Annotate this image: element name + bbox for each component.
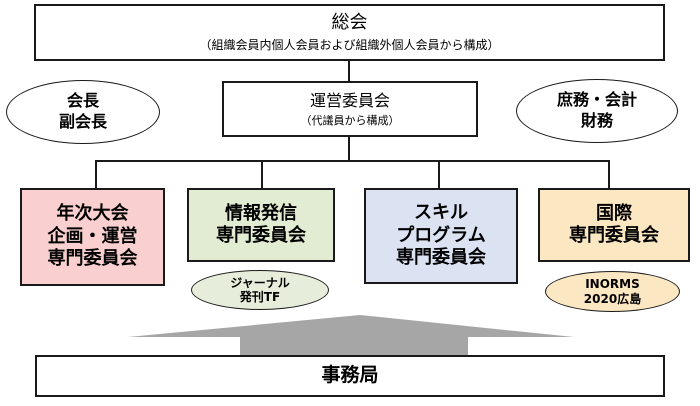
connector-assembly-to-steering bbox=[348, 61, 350, 81]
general-assembly-subtitle: （組織会員内個人会員および組織外個人会員から構成） bbox=[199, 37, 500, 52]
steering-committee-title: 運営委員会 bbox=[309, 90, 390, 110]
committee-annual-line-2: 企画・運営 bbox=[47, 225, 138, 247]
general-assembly-title: 総会 bbox=[331, 12, 368, 34]
committee-skill-line-2: プログラム bbox=[396, 224, 486, 246]
committee-international: 国際 専門委員会 bbox=[538, 188, 690, 262]
committee-annual-line-1: 年次大会 bbox=[56, 203, 129, 225]
general-assembly-box: 総会 （組織会員内個人会員および組織外個人会員から構成） bbox=[34, 4, 665, 61]
committee-skill-line-3: 専門委員会 bbox=[396, 247, 486, 269]
journal-taskforce-line-2: 発刊TF bbox=[239, 290, 281, 304]
committee-skill-program: スキル プログラム 専門委員会 bbox=[364, 188, 518, 284]
connector-steering-to-committees bbox=[348, 137, 350, 161]
president-oval: 会長 副会長 bbox=[6, 80, 160, 144]
committee-skill-line-1: スキル bbox=[414, 202, 468, 224]
connector-committee-4 bbox=[608, 160, 610, 188]
committee-annual-line-3: 専門委員会 bbox=[47, 248, 138, 270]
president-label: 会長 bbox=[66, 91, 99, 111]
secretariat-box: 事務局 bbox=[35, 355, 665, 397]
committee-information-line-1: 情報発信 bbox=[225, 202, 297, 224]
general-affairs-oval: 庶務・会計 財務 bbox=[516, 79, 678, 143]
committee-international-line-2: 専門委員会 bbox=[569, 225, 659, 246]
inorms-line-2: 2020広島 bbox=[583, 291, 642, 306]
committee-international-line-1: 国際 bbox=[596, 202, 632, 224]
vice-president-label: 副会長 bbox=[58, 112, 107, 131]
general-affairs-label: 庶務・会計 bbox=[556, 90, 637, 110]
connector-committee-bus bbox=[95, 160, 609, 162]
connector-committee-2 bbox=[261, 160, 263, 188]
support-arrow-shape bbox=[128, 315, 574, 355]
committee-annual-conference: 年次大会 企画・運営 専門委員会 bbox=[20, 188, 165, 286]
steering-committee-box: 運営委員会 （代議員から構成） bbox=[222, 81, 478, 137]
inorms-oval: INORMS 2020広島 bbox=[545, 271, 680, 312]
journal-taskforce-oval: ジャーナル 発刊TF bbox=[191, 270, 329, 310]
secretariat-title: 事務局 bbox=[321, 364, 379, 387]
finance-label: 財務 bbox=[580, 111, 613, 130]
committee-information: 情報発信 専門委員会 bbox=[187, 188, 335, 262]
support-arrow-polygon bbox=[128, 315, 574, 355]
journal-taskforce-line-1: ジャーナル bbox=[230, 275, 290, 290]
connector-committee-1 bbox=[95, 160, 97, 188]
inorms-line-1: INORMS bbox=[585, 277, 640, 292]
steering-committee-subtitle: （代議員から構成） bbox=[300, 113, 400, 127]
connector-committee-3 bbox=[438, 160, 440, 188]
committee-information-line-2: 専門委員会 bbox=[216, 225, 306, 246]
